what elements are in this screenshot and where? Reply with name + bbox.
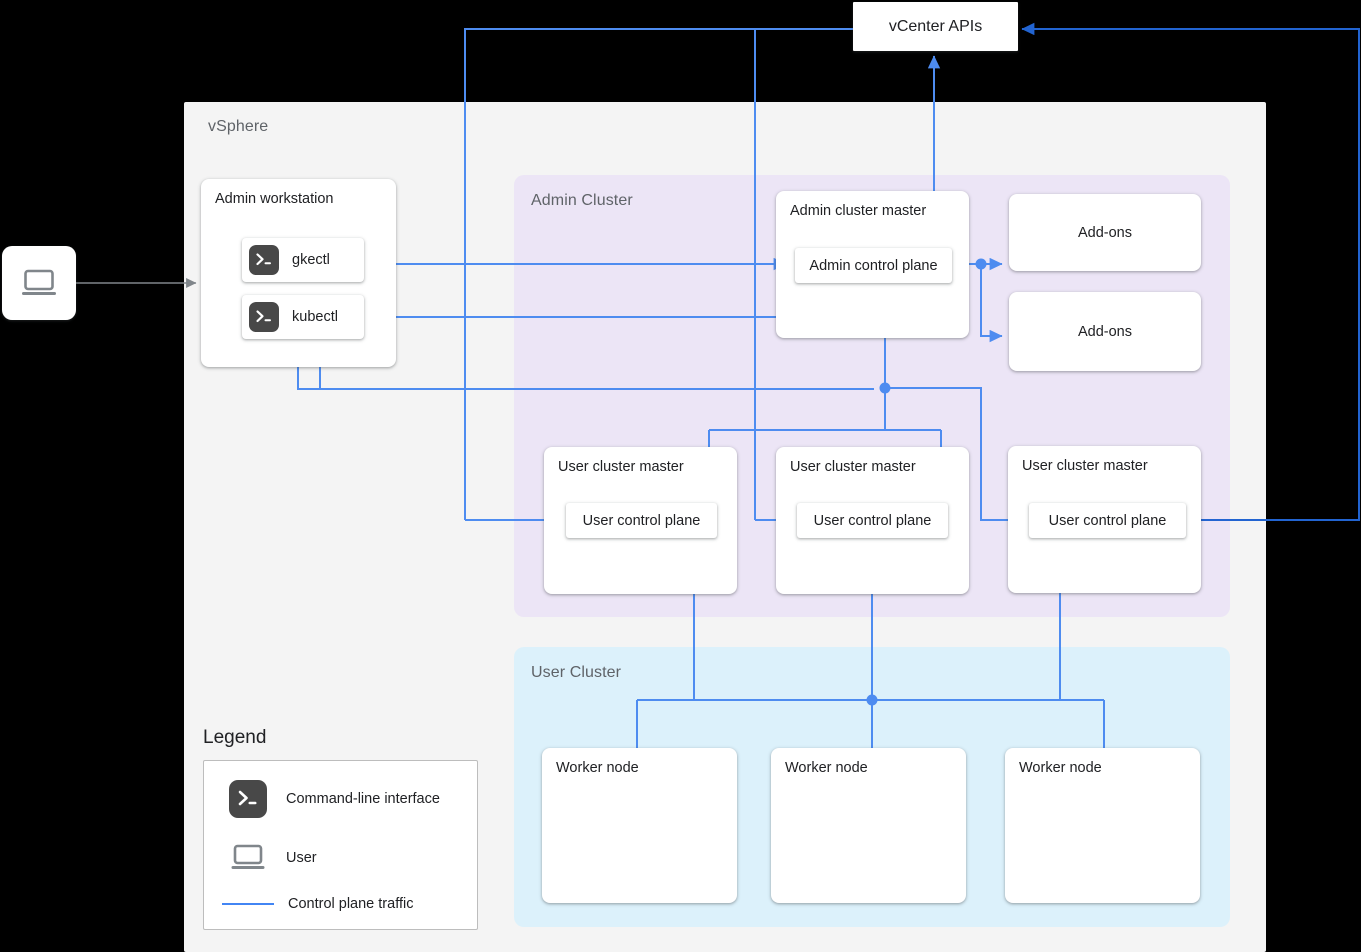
worker-node-card-1[interactable]: Worker node bbox=[542, 748, 737, 903]
terminal-icon bbox=[249, 302, 279, 332]
legend-item-cli: Command-line interface bbox=[229, 780, 440, 818]
addons-label-2: Add-ons bbox=[1077, 323, 1132, 340]
worker-node-title-1: Worker node bbox=[556, 760, 639, 776]
vsphere-label: vSphere bbox=[208, 118, 269, 135]
user-cluster-master-title-1: User cluster master bbox=[558, 459, 684, 475]
worker-node-title-2: Worker node bbox=[785, 760, 868, 776]
admin-workstation-title: Admin workstation bbox=[215, 191, 334, 207]
worker-node-title-3: Worker node bbox=[1019, 760, 1102, 776]
tool-kubectl[interactable]: kubectl bbox=[242, 295, 364, 339]
laptop-icon bbox=[22, 269, 56, 295]
user-control-plane-box-1[interactable]: User control plane bbox=[566, 503, 717, 538]
user-cluster-master-title-2: User cluster master bbox=[790, 459, 916, 475]
addons-card-2[interactable]: Add-ons bbox=[1009, 292, 1201, 371]
terminal-icon bbox=[229, 780, 267, 818]
legend-title: Legend bbox=[203, 727, 267, 748]
addons-card-1[interactable]: Add-ons bbox=[1009, 194, 1201, 271]
tool-gkectl-label: gkectl bbox=[292, 252, 330, 268]
addons-label-1: Add-ons bbox=[1077, 224, 1132, 241]
admin-cluster-label: Admin Cluster bbox=[531, 192, 633, 209]
laptop-icon bbox=[231, 844, 265, 869]
legend-label-traffic: Control plane traffic bbox=[288, 896, 414, 912]
worker-node-card-2[interactable]: Worker node bbox=[771, 748, 966, 903]
legend-label-user: User bbox=[286, 850, 317, 866]
admin-control-plane-box[interactable]: Admin control plane bbox=[795, 248, 952, 283]
legend-item-user: User bbox=[229, 843, 317, 873]
user-cluster-label: User Cluster bbox=[531, 664, 622, 681]
admin-workstation-card[interactable]: Admin workstation gkectl kubectl bbox=[201, 179, 396, 367]
line-swatch-icon bbox=[222, 903, 274, 905]
user-control-plane-box-3[interactable]: User control plane bbox=[1029, 503, 1186, 538]
user-cluster-master-title-3: User cluster master bbox=[1022, 458, 1148, 474]
user-control-plane-box-2[interactable]: User control plane bbox=[797, 503, 948, 538]
worker-node-card-3[interactable]: Worker node bbox=[1005, 748, 1200, 903]
admin-cluster-master-title: Admin cluster master bbox=[790, 203, 927, 219]
tool-kubectl-label: kubectl bbox=[292, 309, 338, 325]
vcenter-apis-box[interactable]: vCenter APIs bbox=[853, 2, 1018, 51]
user-laptop-box[interactable] bbox=[2, 246, 76, 320]
legend-item-traffic: Control plane traffic bbox=[222, 896, 413, 912]
terminal-icon bbox=[249, 245, 279, 275]
legend-label-cli: Command-line interface bbox=[286, 791, 440, 807]
tool-gkectl[interactable]: gkectl bbox=[242, 238, 364, 282]
